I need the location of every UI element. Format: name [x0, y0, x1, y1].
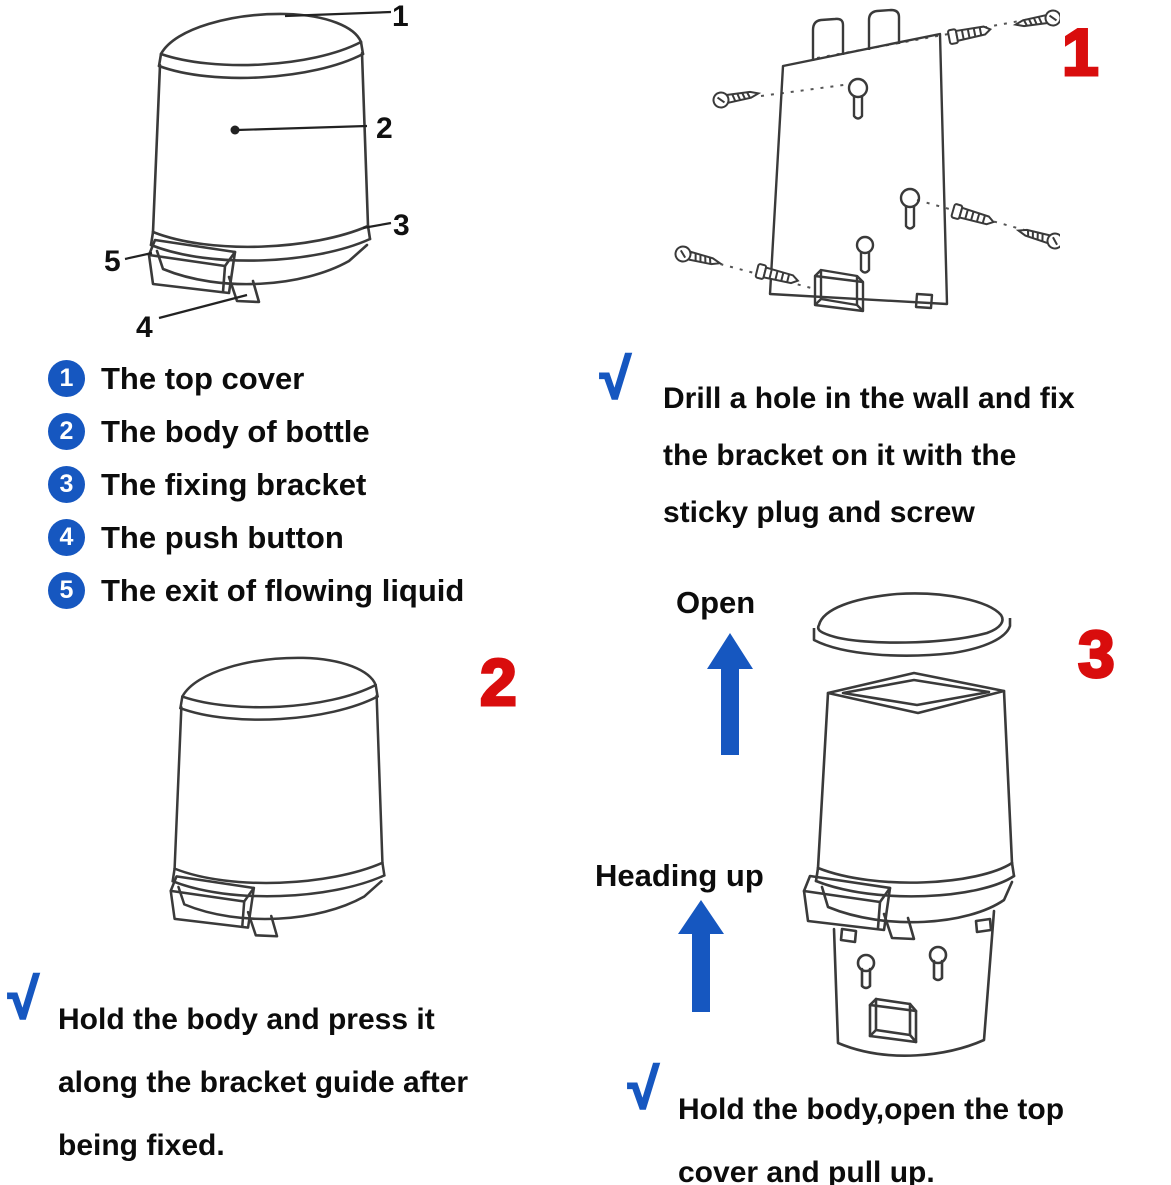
step-2-line-3: being fixed.: [58, 1129, 225, 1162]
step-1-line-3: sticky plug and screw: [663, 496, 975, 529]
wall-bracket-drawing: [672, 8, 1060, 313]
step-1-number: 1: [1061, 14, 1101, 91]
step-2-line-2: along the bracket guide after: [58, 1066, 469, 1099]
legend-item: 4 The push button: [48, 519, 464, 556]
up-arrow-icon: [707, 633, 753, 755]
screw-icon: [1015, 222, 1060, 252]
legend-item: 1 The top cover: [48, 360, 464, 397]
legend-number-badge: 4: [48, 519, 85, 556]
screw-icon: [1013, 8, 1060, 33]
callout-lines: [124, 10, 392, 320]
legend-number-badge: 2: [48, 413, 85, 450]
legend-number-badge: 1: [48, 360, 85, 397]
step-1-line-1: Drill a hole in the wall and fix: [663, 382, 1075, 415]
callout-number-3: 3: [393, 209, 410, 242]
parts-legend: 1 The top cover 2 The body of bottle 3 T…: [48, 360, 464, 625]
top-cover-drawing: [812, 592, 1012, 657]
up-arrow-icon: [678, 900, 724, 1012]
step-3-line-1: Hold the body,open the top: [678, 1093, 1065, 1126]
step-3-number: 3: [1077, 616, 1117, 693]
legend-item: 3 The fixing bracket: [48, 466, 464, 503]
callout-number-4: 4: [136, 311, 153, 344]
open-label: Open: [676, 585, 756, 620]
checkmark-icon: √: [599, 346, 632, 411]
dispenser-assembled-drawing: [169, 656, 386, 938]
legend-item-label: The top cover: [101, 360, 305, 396]
legend-item: 5 The exit of flowing liquid: [48, 572, 464, 609]
legend-number-badge: 5: [48, 572, 85, 609]
legend-item-label: The body of bottle: [101, 413, 370, 449]
screw-icon: [711, 85, 761, 110]
dispenser-open-drawing: [802, 671, 1016, 1057]
checkmark-icon: √: [627, 1056, 660, 1121]
screw-icon: [672, 243, 723, 272]
step-3-line-2: cover and pull up.: [678, 1156, 935, 1185]
step-2-text: Hold the body and press it along the bra…: [58, 988, 468, 1177]
step-2-line-1: Hold the body and press it: [58, 1003, 435, 1036]
heading-up-label: Heading up: [595, 858, 764, 893]
step-3-text: Hold the body,open the top cover and pul…: [678, 1078, 1064, 1185]
legend-item-label: The exit of flowing liquid: [101, 572, 465, 608]
legend-item: 2 The body of bottle: [48, 413, 464, 450]
callout-number-1: 1: [392, 0, 409, 33]
callout-dot: [230, 125, 240, 135]
legend-item-label: The fixing bracket: [101, 466, 367, 502]
step-1-line-2: the bracket on it with the: [663, 439, 1017, 472]
wall-plug-icon: [946, 21, 993, 46]
dispenser-parts-drawing: [124, 10, 392, 320]
step-2-number: 2: [479, 644, 519, 721]
wall-plug-icon: [754, 262, 801, 289]
wall-plug-icon: [950, 202, 997, 230]
legend-item-label: The push button: [101, 519, 344, 555]
leader-dashes: [700, 15, 1054, 290]
checkmark-icon: √: [7, 966, 40, 1031]
legend-number-badge: 3: [48, 466, 85, 503]
callout-number-2: 2: [376, 112, 393, 145]
callout-number-5: 5: [104, 245, 121, 278]
bracket-plate: [768, 8, 949, 313]
step-1-text: Drill a hole in the wall and fix the bra…: [663, 370, 1075, 541]
